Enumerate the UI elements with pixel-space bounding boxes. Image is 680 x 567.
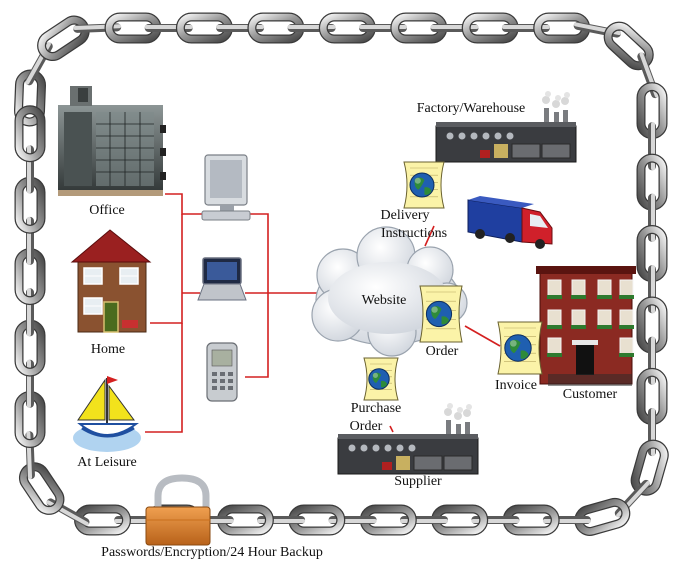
leisure-to-desktop-line <box>145 323 183 433</box>
invoice-label: Invoice <box>495 378 537 393</box>
leisure-label: At Leisure <box>77 455 137 470</box>
supplier-factory-icon <box>337 403 479 475</box>
factory-label: Factory/Warehouse <box>416 101 526 116</box>
desktop-monitor-icon <box>201 154 251 221</box>
document-globe-icon <box>419 285 463 343</box>
chain-frame-icon <box>14 12 669 536</box>
delivery-truck-icon <box>467 196 553 249</box>
laptop-icon <box>197 257 247 301</box>
customer-label: Customer <box>562 387 618 402</box>
delivery-label-line1: Delivery <box>380 208 430 223</box>
order-to-invoice-line <box>464 325 501 347</box>
sailboat-icon <box>73 376 141 452</box>
factory-icon <box>435 91 577 163</box>
document-globe-icon <box>363 357 399 401</box>
document-globe-icon <box>403 161 445 209</box>
brick-building-icon <box>536 266 636 386</box>
office-label: Office <box>89 203 125 218</box>
home-label: Home <box>90 342 126 357</box>
security-label: Passwords/Encryption/24 Hour Backup <box>101 545 323 560</box>
office-to-desktop-line <box>165 193 205 215</box>
padlock-icon <box>145 474 211 546</box>
house-icon <box>70 229 152 333</box>
chain-link <box>14 105 46 163</box>
delivery-label-line2: Instructions <box>380 226 448 241</box>
document-globe-icon <box>497 321 543 375</box>
purchase-to-supplier-line <box>389 425 394 433</box>
home-to-desktop-line <box>150 214 183 324</box>
supplier-label: Supplier <box>394 474 442 489</box>
delivery-to-factory-line <box>424 225 435 247</box>
purchase-order-label-line2: Order <box>349 419 383 434</box>
website-label: Website <box>361 293 407 308</box>
devices-bus-line <box>245 213 269 378</box>
order-label: Order <box>425 344 459 359</box>
connector-lines <box>145 193 501 433</box>
chain-link <box>18 462 65 515</box>
office-building-icon <box>58 86 166 196</box>
chain-link <box>37 15 90 62</box>
purchase-order-label-line1: Purchase <box>350 401 402 416</box>
mobile-phone-icon <box>206 342 238 402</box>
chain-link <box>630 439 669 496</box>
